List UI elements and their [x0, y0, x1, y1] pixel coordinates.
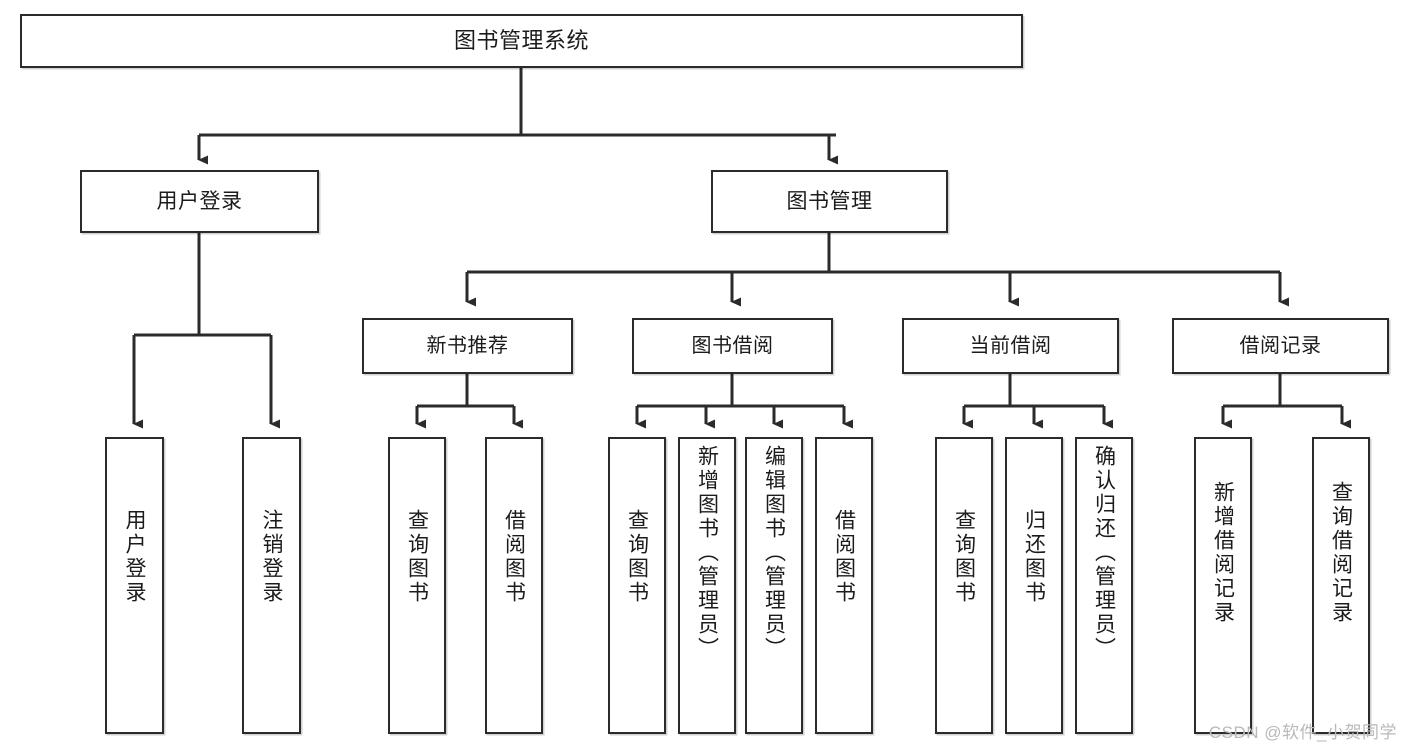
node-label: 新增借阅记录 [1211, 481, 1235, 625]
node-user-login[interactable]: 用户登录 [80, 170, 319, 233]
leaf-current-borrow-return-book[interactable]: 归还图书 [1005, 437, 1063, 734]
node-label: 当前借阅 [969, 334, 1052, 357]
leaf-book-borrow-edit-book-admin[interactable]: 编辑图书（管理员） [745, 437, 803, 734]
node-current-borrow[interactable]: 当前借阅 [902, 318, 1119, 374]
leaf-current-borrow-confirm-return-admin[interactable]: 确认归还（管理员） [1075, 437, 1133, 734]
node-label: 借阅图书 [832, 509, 856, 605]
node-label: 查询借阅记录 [1329, 481, 1353, 625]
node-label: 借阅图书 [502, 509, 526, 605]
node-label: 用户登录 [123, 509, 146, 605]
node-label: 图书管理系统 [453, 27, 589, 53]
node-borrow-record[interactable]: 借阅记录 [1172, 318, 1389, 374]
leaf-user-login-logout[interactable]: 注销登录 [242, 437, 301, 734]
node-book-management[interactable]: 图书管理 [711, 170, 948, 233]
leaf-book-borrow-borrow-book[interactable]: 借阅图书 [815, 437, 873, 734]
node-label: 图书管理 [786, 189, 873, 213]
node-label: 用户登录 [156, 189, 243, 213]
csdn-watermark: CSDN @软件_小贺同学 [1208, 723, 1397, 742]
leaf-book-borrow-add-book-admin[interactable]: 新增图书（管理员） [678, 437, 736, 734]
node-label: 借阅记录 [1239, 334, 1322, 357]
leaf-user-login-login[interactable]: 用户登录 [105, 437, 164, 734]
leaf-current-borrow-query-book[interactable]: 查询图书 [935, 437, 993, 734]
node-root-book-management-system[interactable]: 图书管理系统 [20, 14, 1023, 68]
node-book-borrow[interactable]: 图书借阅 [632, 318, 833, 374]
node-label: 注销登录 [260, 509, 283, 605]
node-label: 新增图书（管理员） [695, 445, 719, 661]
leaf-book-borrow-query-book[interactable]: 查询图书 [608, 437, 666, 734]
node-label: 图书借阅 [691, 334, 774, 357]
leaf-borrow-record-add-record[interactable]: 新增借阅记录 [1194, 437, 1252, 734]
leaf-borrow-record-query-record[interactable]: 查询借阅记录 [1312, 437, 1370, 734]
node-label: 新书推荐 [426, 334, 509, 357]
node-label: 归还图书 [1022, 509, 1046, 605]
node-label: 查询图书 [405, 509, 429, 605]
node-new-book-recommend[interactable]: 新书推荐 [362, 318, 573, 374]
leaf-new-book-query-book[interactable]: 查询图书 [388, 437, 446, 734]
node-label: 查询图书 [625, 509, 649, 605]
node-label: 编辑图书（管理员） [762, 445, 786, 661]
node-label: 查询图书 [952, 509, 976, 605]
leaf-new-book-borrow-book[interactable]: 借阅图书 [485, 437, 543, 734]
node-label: 确认归还（管理员） [1092, 445, 1116, 661]
